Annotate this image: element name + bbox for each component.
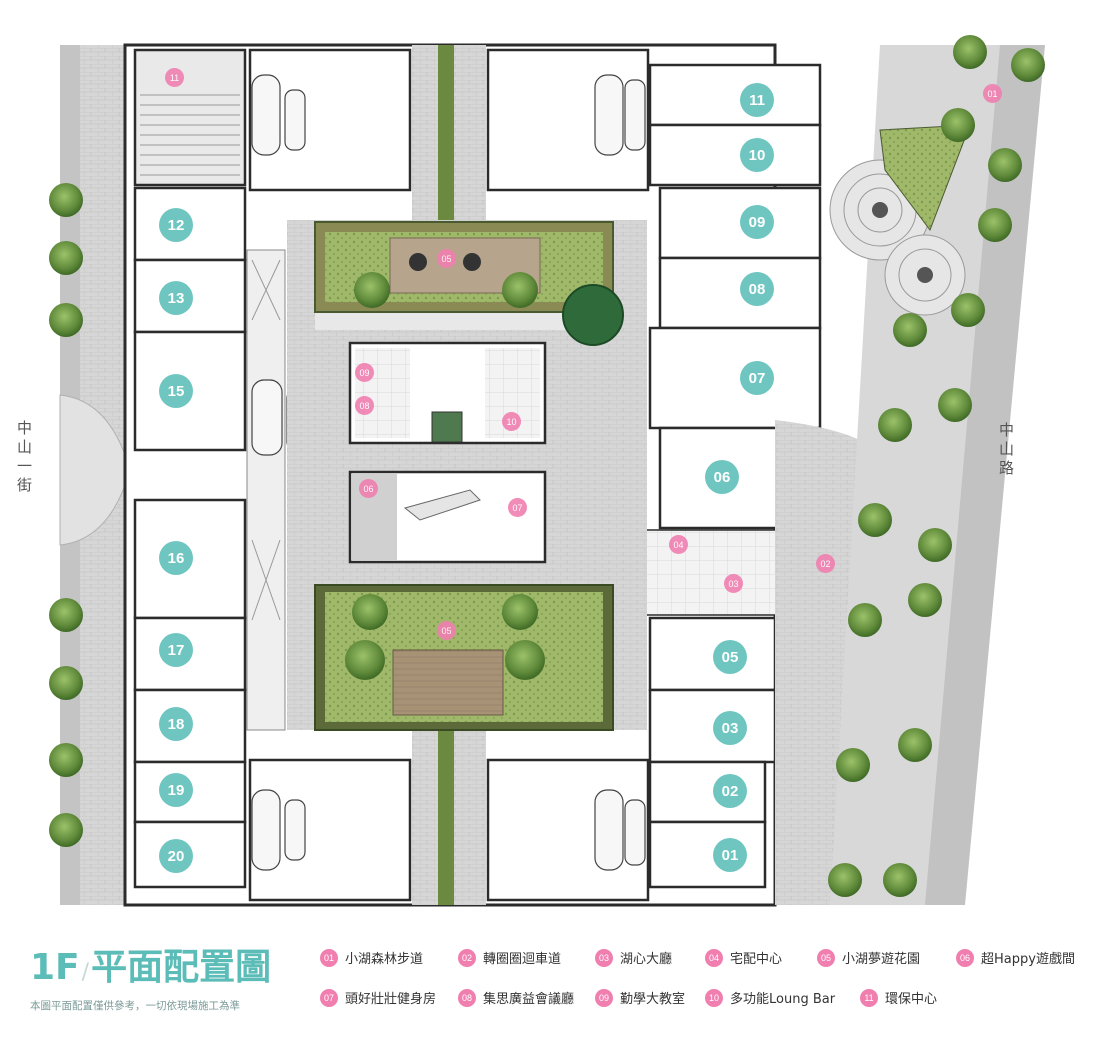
legend-item: 10 多功能Loung Bar <box>705 988 835 1007</box>
road-label-right: 中山路 <box>997 422 1015 479</box>
legend-num: 04 <box>705 948 723 967</box>
legend-item: 03 湖心大廳 <box>595 948 672 967</box>
amenity-marker: 04 <box>669 535 688 554</box>
title-text: 平面配置圖 <box>91 947 272 988</box>
amenity-marker: 08 <box>355 396 374 415</box>
legend-label: 環保中心 <box>885 992 938 1007</box>
legend-label: 湖心大廳 <box>620 952 673 967</box>
amenity-marker: 07 <box>508 498 527 517</box>
amenity-marker: 11 <box>165 68 184 87</box>
central-hedge-bottom <box>438 730 454 905</box>
amenity-marker: 05 <box>437 249 456 268</box>
large-tree <box>562 284 624 346</box>
legend-label: 勤學大教室 <box>620 992 686 1007</box>
legend-label: 宅配中心 <box>730 952 783 967</box>
unit-badge: 11 <box>740 83 774 117</box>
legend-label: 小湖森林步道 <box>345 952 424 967</box>
legend-num: 05 <box>817 948 835 967</box>
legend-item: 02 轉圈圈迴車道 <box>458 948 561 967</box>
legend-item: 06 超Happy遊戲間 <box>956 948 1075 967</box>
legend-item: 04 宅配中心 <box>705 948 782 967</box>
legend-num: 09 <box>595 988 613 1007</box>
legend-num: 06 <box>956 948 974 967</box>
left-street-trees <box>49 183 83 847</box>
legend-label: 轉圈圈迴車道 <box>483 952 562 967</box>
unit-badge: 08 <box>740 272 774 306</box>
title-note: 本圖平面配置僅供參考，一切依現場施工為準 <box>30 1000 240 1012</box>
legend-item: 08 集思廣益會議廳 <box>458 988 574 1007</box>
right-garden <box>879 124 971 232</box>
unit-badge: 09 <box>740 205 774 239</box>
unit-badge: 17 <box>159 633 193 667</box>
stair-hatch-left <box>140 94 240 176</box>
unit-badge: 20 <box>159 839 193 873</box>
unit-badge: 19 <box>159 773 193 807</box>
legend-num: 02 <box>458 948 476 967</box>
legend-num: 08 <box>458 988 476 1007</box>
unit-badge: 01 <box>713 838 747 872</box>
page-title: 1F/平面配置圖 <box>30 938 271 990</box>
title-floor: 1F <box>30 947 80 988</box>
legend-num: 11 <box>860 988 878 1007</box>
floor-plan <box>49 35 1045 907</box>
unit-badge: 15 <box>159 374 193 408</box>
legend-label: 多功能Loung Bar <box>730 992 836 1007</box>
unit-badge: 16 <box>159 541 193 575</box>
unit-badge: 12 <box>159 208 193 242</box>
lobby-tile <box>644 529 791 616</box>
right-street-trees <box>828 35 1045 897</box>
paving-top-left <box>412 45 438 220</box>
legend-label: 集思廣益會議廳 <box>483 992 575 1007</box>
unit-badge: 05 <box>713 640 747 674</box>
right-curb <box>925 45 1045 905</box>
amenity-marker: 10 <box>502 412 521 431</box>
unit-badge: 18 <box>159 707 193 741</box>
legend-num: 10 <box>705 988 723 1007</box>
legend-item: 09 勤學大教室 <box>595 988 685 1007</box>
amenity-marker: 09 <box>355 363 374 382</box>
amenity-marker: 05 <box>437 621 456 640</box>
unit-badge: 02 <box>713 774 747 808</box>
legend-label: 超Happy遊戲間 <box>981 952 1075 967</box>
corridor-left <box>246 249 286 731</box>
legend-label: 頭好壯壯健身房 <box>345 992 437 1007</box>
legend-num: 01 <box>320 948 338 967</box>
unit-badge: 06 <box>705 460 739 494</box>
paving-bottom-left <box>412 730 438 905</box>
road-label-left: 中山一街 <box>15 420 33 496</box>
courtyard-pool <box>431 411 463 443</box>
legend-label: 小湖夢遊花園 <box>842 952 921 967</box>
paving-bottom-right <box>454 730 486 905</box>
legend-item: 05 小湖夢遊花園 <box>817 948 920 967</box>
unit-badge: 03 <box>713 711 747 745</box>
unit-badge: 13 <box>159 281 193 315</box>
unit-badge: 07 <box>740 361 774 395</box>
amenity-marker: 01 <box>983 84 1002 103</box>
amenity-marker: 06 <box>359 479 378 498</box>
unit-badge: 10 <box>740 138 774 172</box>
title-block: 1F/平面配置圖 本圖平面配置僅供參考，一切依現場施工為準 <box>30 938 292 1020</box>
legend-item: 01 小湖森林步道 <box>320 948 423 967</box>
central-hedge-top <box>438 45 454 220</box>
title-slash: / <box>81 960 90 985</box>
legend-num: 03 <box>595 948 613 967</box>
amenity-marker: 03 <box>724 574 743 593</box>
legend-num: 07 <box>320 988 338 1007</box>
legend-item: 11 環保中心 <box>860 988 937 1007</box>
legend-item: 07 頭好壯壯健身房 <box>320 988 436 1007</box>
paving-top-right <box>454 45 486 220</box>
legend: 01 小湖森林步道 02 轉圈圈迴車道 03 湖心大廳 04 宅配中心 05 小湖夢遊花園… <box>320 942 1095 1012</box>
lower-deck <box>392 649 504 716</box>
amenity-marker: 02 <box>816 554 835 573</box>
